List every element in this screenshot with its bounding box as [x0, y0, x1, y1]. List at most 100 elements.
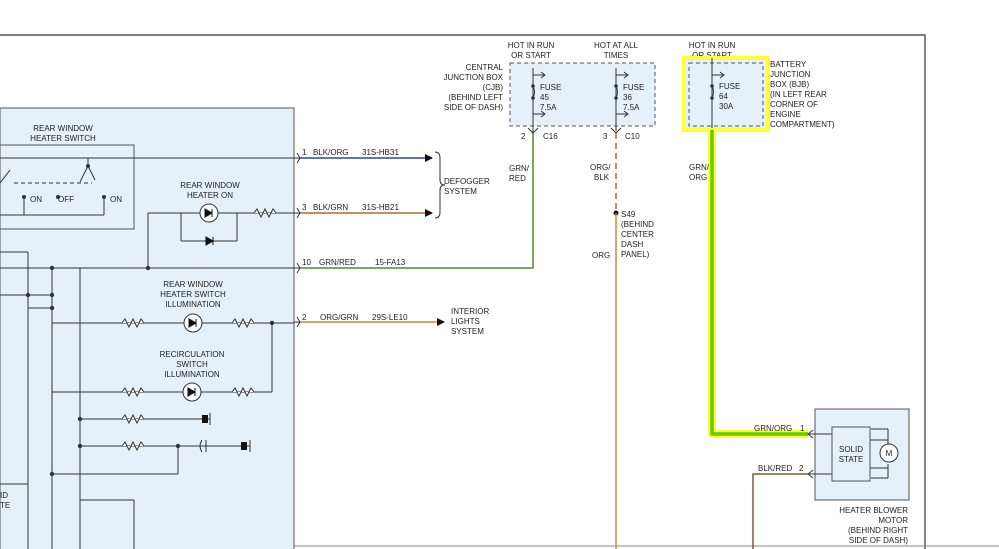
heater-blower-motor: SOLID STATE M HEATER BLOWER MOTOR (BEHIN… [807, 408, 910, 545]
solid-state-fragment-1: ID [0, 491, 8, 500]
switch-off: OFF [58, 195, 74, 204]
fuse64-3: 30A [719, 102, 734, 111]
bjb-label-2: JUNCTION [770, 70, 811, 79]
pin-10: 10 [302, 258, 311, 267]
solid-label-1: SOLID [839, 445, 863, 454]
motor-pin2-wire: BLK/RED [758, 464, 792, 473]
grn-red-circuit: 10 GRN/RED 15-FA13 GRN/ RED [294, 131, 534, 274]
cjb-hot-run-1: HOT IN RUN [508, 41, 555, 50]
interior-label-2: LIGHTS [451, 317, 480, 326]
cjb-label-5: SIDE OF DASH) [444, 103, 503, 112]
fuse36-1: FUSE [623, 83, 644, 92]
fuse45-1: FUSE [540, 83, 561, 92]
bjb-hot-run-2: OR START [692, 51, 732, 60]
solid-label-2: STATE [839, 455, 864, 464]
c10-pin: 3 [603, 132, 608, 141]
cjb-label-4: (BEHIND LEFT [448, 93, 503, 102]
circuit-15-fa13: 15-FA13 [375, 258, 406, 267]
defogger-label-1: DEFOGGER [444, 177, 490, 186]
fuse45-2: 45 [540, 93, 549, 102]
switch-title-line1: REAR WINDOW [33, 124, 93, 133]
splice-label-5: PANEL) [621, 250, 650, 259]
motor-icon [879, 443, 899, 463]
grn-org-vertical-1: GRN/ [689, 163, 710, 172]
pin-3: 3 [302, 203, 307, 212]
motor-pin2: 2 [799, 464, 804, 473]
interior-lights-circuit: 2 ORG/GRN 29S-LE10 INTERIOR LIGHTS SYSTE… [294, 307, 489, 336]
illum2-line3: ILLUMINATION [164, 370, 220, 379]
org-blk-1: ORG/ [590, 163, 611, 172]
bjb-label-7: COMPARTMENT) [770, 120, 835, 129]
cjb-hot-run-2: OR START [511, 51, 551, 60]
illum2-line1: RECIRCULATION [160, 350, 225, 359]
bjb-label-1: BATTERY [770, 60, 807, 69]
cjb-label-2: JUNCTION BOX [443, 73, 503, 82]
motor-label-2: MOTOR [878, 516, 908, 525]
circuit-31s-hb31: 31S-HB31 [362, 148, 399, 157]
battery-junction-box: HOT IN RUN OR START FUSE 64 30A BATTERY … [682, 41, 835, 132]
fuse45-3: 7.5A [540, 103, 557, 112]
illum2-line2: SWITCH [176, 360, 208, 369]
bjb-label-4: (IN LEFT REAR [770, 90, 827, 99]
page-border [0, 34, 926, 549]
fuse64-highlight [682, 56, 770, 132]
grn-org-circuit: GRN/ ORG GRN/ORG 1 [689, 130, 808, 438]
pin-1: 1 [302, 148, 307, 157]
bjb-hot-run-1: HOT IN RUN [689, 41, 736, 50]
motor-label-4: SIDE OF DASH) [849, 536, 908, 545]
c16-pin: 2 [521, 132, 526, 141]
interior-label-1: INTERIOR [451, 307, 489, 316]
grn-org-vertical-2: ORG [689, 173, 707, 182]
org-blk-2: BLK [594, 173, 610, 182]
motor-m-label: M [886, 449, 893, 458]
fuse36-2: 36 [623, 93, 632, 102]
splice-label-3: CENTER [621, 230, 654, 239]
fuse36-3: 7.5A [623, 103, 640, 112]
org-blk-circuit: ORG/ BLK S49 (BEHIND CENTER DASH PANEL) … [590, 133, 654, 549]
wire-org-grn: ORG/GRN [320, 313, 358, 322]
fuse64-2: 64 [719, 92, 728, 101]
solid-state-box [831, 426, 871, 482]
bjb-label-3: BOX (BJB) [770, 80, 809, 89]
motor-pin1-wire: GRN/ORG [754, 424, 792, 433]
defogger-label-2: SYSTEM [444, 187, 477, 196]
org-wire-label: ORG [592, 251, 610, 260]
interior-label-3: SYSTEM [451, 327, 484, 336]
resistor-icon [253, 207, 277, 219]
switch-on-left: ON [30, 195, 42, 204]
cjb-hot-all-2: TIMES [604, 51, 628, 60]
switch-on-right: ON [110, 195, 122, 204]
illum1-line2: HEATER SWITCH [160, 290, 226, 299]
wire-blk-org: BLK/ORG [313, 148, 349, 157]
splice-label-1: S49 [621, 210, 636, 219]
c10-connector: C10 [625, 132, 640, 141]
illum1-line3: ILLUMINATION [165, 300, 221, 309]
splice-label-4: DASH [621, 240, 643, 249]
cjb-label-3: (CJB) [483, 83, 504, 92]
fuse64-1: FUSE [719, 82, 740, 91]
grn-red-vertical-1: GRN/ [509, 164, 530, 173]
bjb-label-5: CORNER OF [770, 100, 818, 109]
cjb-hot-all-1: HOT AT ALL [594, 41, 639, 50]
circuit-31s-hb21: 31S-HB21 [362, 203, 399, 212]
motor-label-1: HEATER BLOWER [839, 506, 908, 515]
switch-title-line2: HEATER SWITCH [30, 134, 96, 143]
splice-label-2: (BEHIND [621, 220, 654, 229]
bjb-label-6: ENGINE [770, 110, 801, 119]
cjb-label-1: CENTRAL [466, 63, 504, 72]
illum1-line1: REAR WINDOW [163, 280, 223, 289]
climate-control-module: REAR WINDOW HEATER SWITCH ON OFF ON REAR… [0, 107, 295, 549]
blk-red-circuit: BLK/RED 2 [752, 464, 808, 549]
wire-grn-red: GRN/RED [319, 258, 356, 267]
motor-label-3: (BEHIND RIGHT [848, 526, 908, 535]
c16-connector: C16 [543, 132, 558, 141]
heater-on-label-2: HEATER ON [187, 191, 233, 200]
pin-2: 2 [302, 313, 307, 322]
grn-red-vertical-2: RED [509, 174, 526, 183]
motor-pin1: 1 [800, 424, 805, 433]
heater-on-label-1: REAR WINDOW [180, 181, 240, 190]
wire-blk-grn: BLK/GRN [313, 203, 348, 212]
central-junction-box: HOT IN RUN OR START HOT AT ALL TIMES CEN… [443, 41, 656, 141]
solid-state-fragment-2: TE [0, 501, 10, 510]
